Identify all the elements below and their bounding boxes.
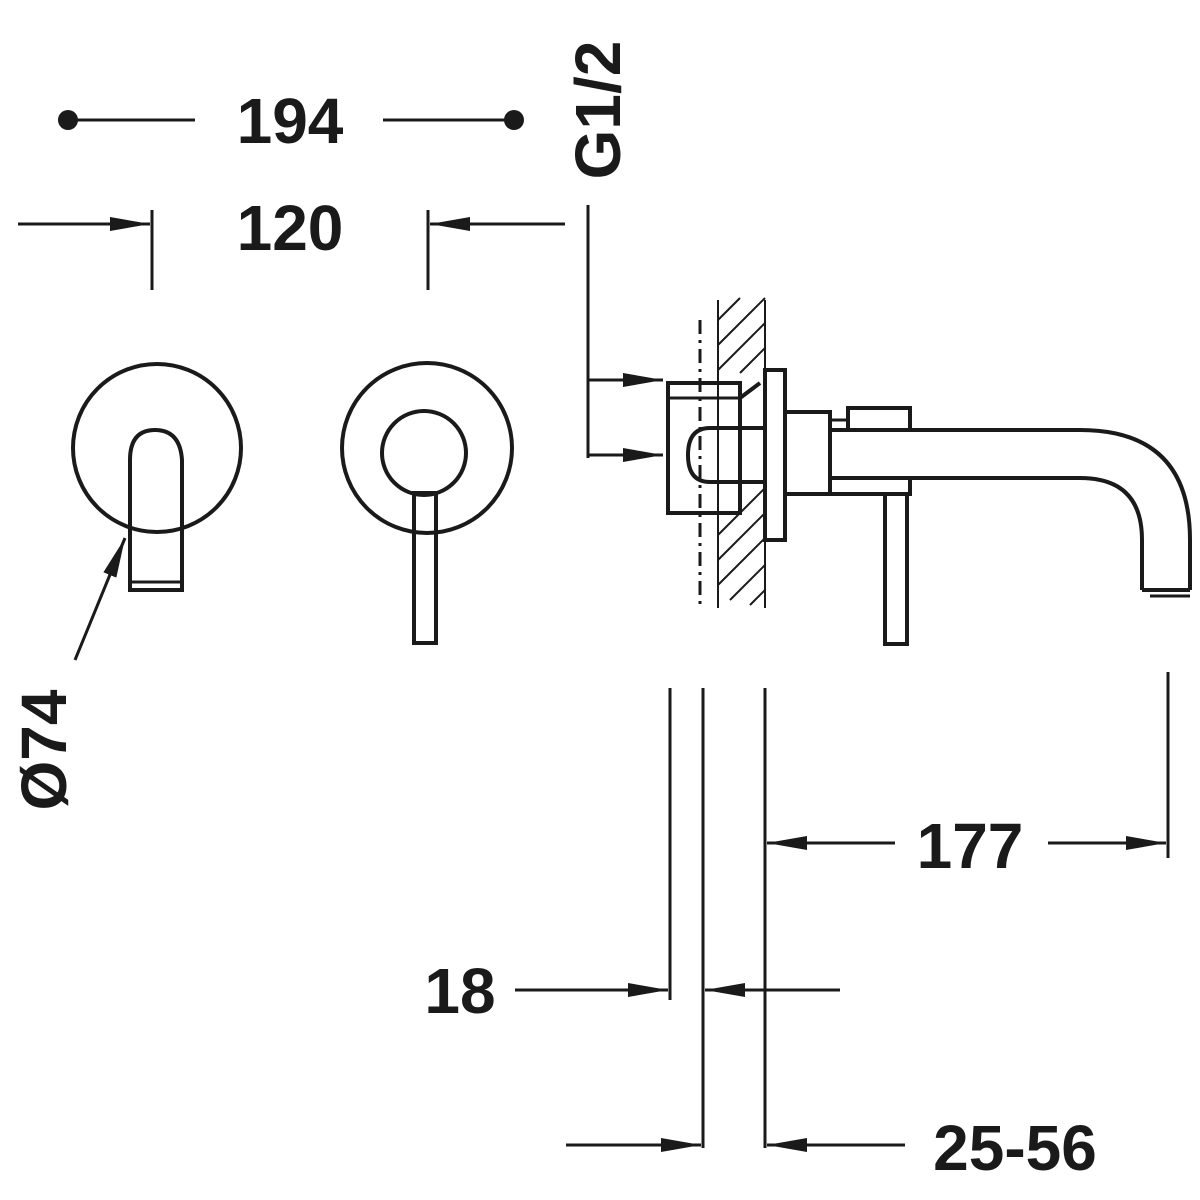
handle-front-view-right (340, 361, 514, 645)
dimension-d74-label: Ø74 (8, 689, 80, 810)
dimension-18: 18 (424, 955, 840, 1027)
handle-front-view-left (71, 362, 243, 592)
wall-hatch (698, 297, 766, 608)
dimension-g12-label: G1/2 (562, 41, 634, 180)
faucet-side-view (666, 297, 1192, 646)
dimension-194: 194 (58, 85, 524, 157)
dimension-177-label: 177 (917, 810, 1024, 882)
dimension-120-label: 120 (237, 192, 344, 264)
dimension-177: 177 (767, 810, 1166, 882)
reference-lines (668, 672, 1170, 1148)
dimension-d74: Ø74 (8, 537, 127, 810)
dimension-18-label: 18 (424, 955, 495, 1027)
dimension-120: 120 (18, 192, 565, 290)
dimension-g12: G1/2 (562, 41, 663, 462)
dimension-194-label: 194 (237, 85, 344, 157)
dimension-25-56: 25-56 (566, 1112, 1097, 1184)
dimension-25-56-label: 25-56 (933, 1112, 1097, 1184)
